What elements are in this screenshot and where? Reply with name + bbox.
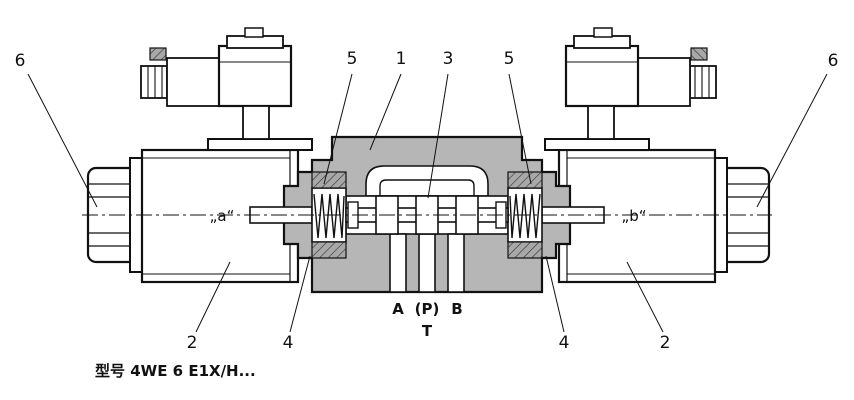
callout-coil-right: 2: [660, 333, 671, 353]
leader-spring-left: [323, 73, 353, 185]
callout-nut-left: 6: [15, 51, 26, 71]
leader-coil-left: [195, 261, 231, 333]
spring-seat-left-top: [311, 171, 347, 189]
leader-housing: [369, 73, 402, 151]
solenoid-label-b: „b“: [621, 207, 646, 225]
leader-seat-right: [545, 255, 565, 333]
port-channel-p: [418, 233, 436, 293]
leader-spring-right: [508, 73, 532, 185]
leader-nut-right: [756, 73, 828, 208]
callout-spring-left: 5: [347, 49, 358, 69]
callout-spool: 3: [443, 49, 454, 69]
callout-seat-right: 4: [559, 333, 570, 353]
flow-gallery: [365, 165, 489, 197]
leader-spool: [427, 73, 449, 199]
spring-left: [313, 193, 345, 239]
leader-seat-left: [289, 255, 311, 333]
callout-nut-right: 6: [828, 51, 839, 71]
callout-seat-left: 4: [283, 333, 294, 353]
solenoid-label-a: „a“: [210, 207, 235, 225]
callout-spring-right: 5: [504, 49, 515, 69]
spring-seat-left-bottom: [311, 241, 347, 259]
port-label-p: (P): [415, 300, 440, 318]
spring-right: [509, 193, 541, 239]
leader-nut-left: [27, 73, 98, 208]
port-channel-b: [447, 233, 465, 293]
port-label-a: A: [392, 300, 404, 318]
port-label-b: B: [451, 300, 462, 318]
flow-gallery-inner: [379, 179, 475, 196]
end-assembly-right: [543, 26, 771, 284]
callout-housing: 1: [396, 49, 407, 69]
leader-coil-right: [626, 261, 664, 333]
port-channel-a: [389, 233, 407, 293]
spring-seat-right-top: [507, 171, 543, 189]
model-caption: 型号 4WE 6 E1X/H...: [95, 362, 256, 380]
callout-coil-left: 2: [187, 333, 198, 353]
port-label-t: T: [422, 322, 433, 340]
end-assembly-left: [86, 26, 314, 284]
spring-seat-right-bottom: [507, 241, 543, 259]
